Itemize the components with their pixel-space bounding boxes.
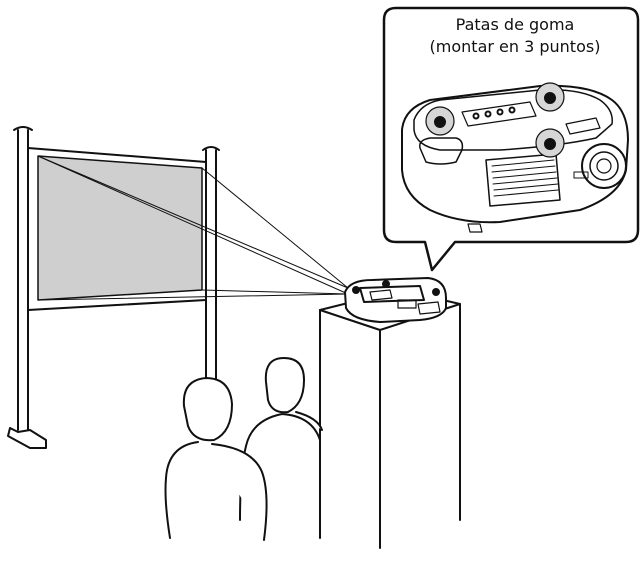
- screen-right-post: [205, 149, 217, 381]
- callout-title: Patas de goma: [455, 15, 575, 34]
- screen-left-foot: [7, 427, 47, 449]
- callout-label: Patas de goma (montar en 3 puntos): [390, 14, 640, 58]
- projector-small: [344, 277, 447, 323]
- rubber-foot-top-right: [535, 82, 565, 112]
- projected-image: [37, 155, 203, 301]
- screen-left-post: [17, 129, 29, 431]
- lens: [581, 143, 627, 189]
- rubber-foot-center: [535, 128, 565, 158]
- projector-enlarged: [401, 82, 629, 233]
- projection-beam: [37, 155, 349, 301]
- screen-frame: [27, 147, 207, 311]
- viewer-left: [164, 377, 268, 541]
- pedestal: [319, 289, 461, 549]
- viewers: [164, 357, 323, 541]
- rubber-foot-left: [425, 106, 455, 136]
- callout-subtitle: (montar en 3 puntos): [429, 37, 601, 56]
